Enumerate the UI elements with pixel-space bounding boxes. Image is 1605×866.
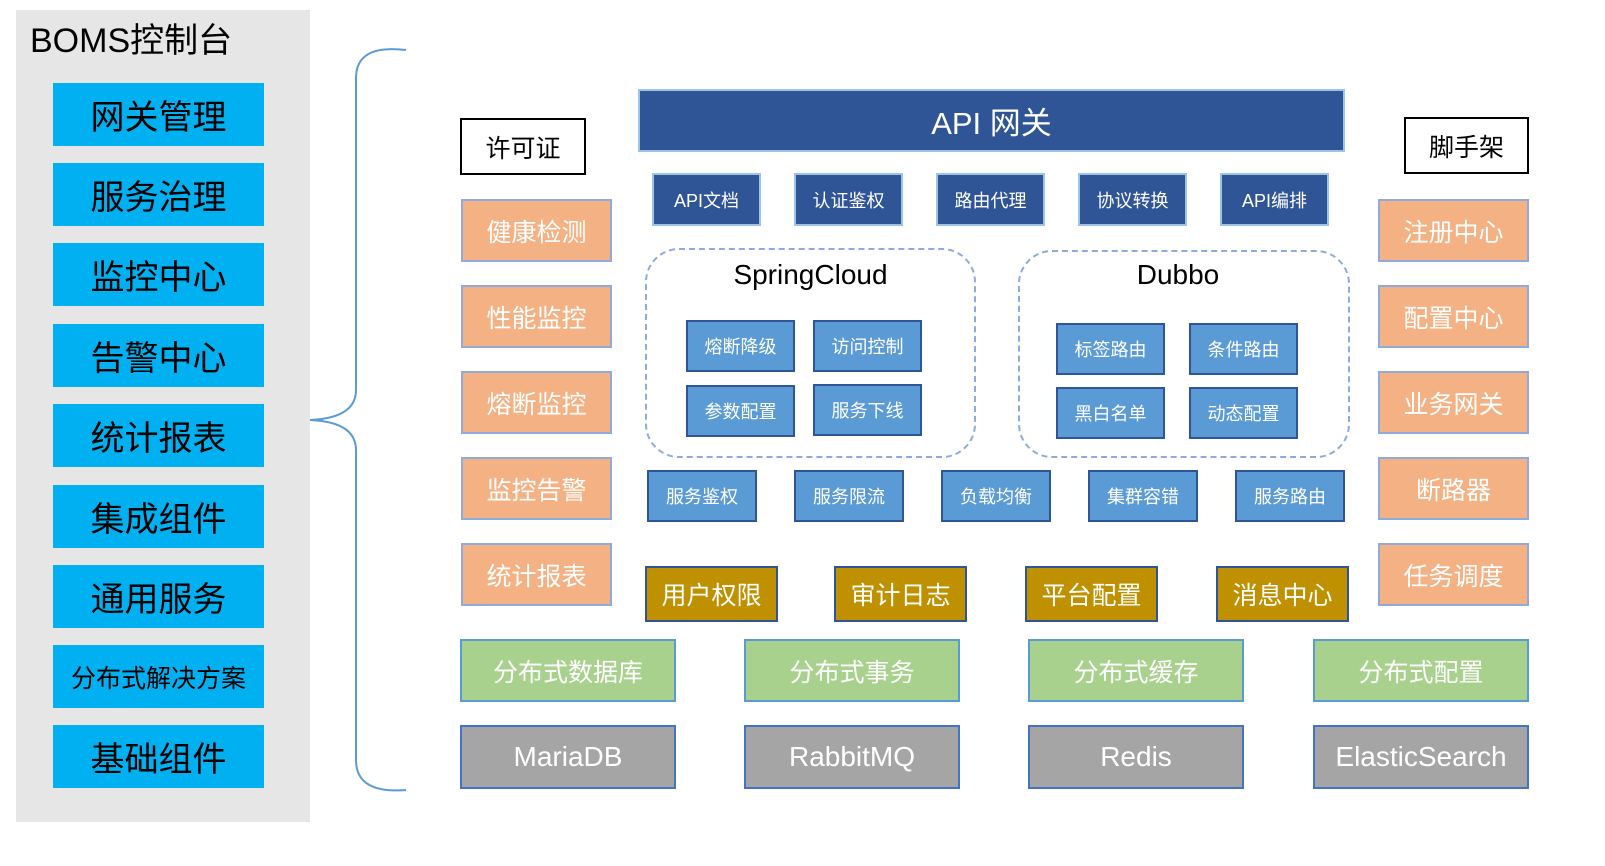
console-item-statistics-report[interactable]: 统计报表	[53, 404, 264, 467]
dubbo-tag-routing: 标签路由	[1056, 323, 1165, 375]
monitoring-alert: 监控告警	[461, 457, 612, 520]
dubbo-title: Dubbo	[1136, 259, 1220, 290]
springcloud-circuit-degrade: 熔断降级	[686, 320, 795, 372]
curly-brace	[309, 48, 407, 792]
infra-rabbitmq: RabbitMQ	[744, 725, 960, 789]
springcloud-title: SpringCloud	[733, 259, 888, 290]
cluster-fault-tolerance: 集群容错	[1088, 470, 1198, 522]
console-item-integration-components[interactable]: 集成组件	[53, 485, 264, 548]
gateway-protocol-conversion: 协议转换	[1078, 173, 1187, 226]
audit-log: 审计日志	[834, 566, 967, 622]
console-item-service-governance[interactable]: 服务治理	[53, 163, 264, 226]
performance-monitoring: 性能监控	[461, 285, 612, 348]
distributed-cache: 分布式缓存	[1028, 639, 1244, 702]
health-check: 健康检测	[461, 199, 612, 262]
console-item-base-components[interactable]: 基础组件	[53, 725, 264, 788]
dubbo-dynamic-config: 动态配置	[1189, 387, 1298, 439]
gateway-api-orchestration: API编排	[1220, 173, 1329, 226]
gateway-auth: 认证鉴权	[794, 173, 903, 226]
scaffold-box: 脚手架	[1404, 117, 1529, 174]
infra-redis: Redis	[1028, 725, 1244, 789]
springcloud-param-config: 参数配置	[686, 385, 795, 437]
dubbo-condition-routing: 条件路由	[1189, 323, 1298, 375]
message-center: 消息中心	[1216, 566, 1349, 622]
config-center: 配置中心	[1378, 285, 1529, 348]
console-item-common-services[interactable]: 通用服务	[53, 565, 264, 628]
platform-config: 平台配置	[1025, 566, 1158, 622]
console-item-monitoring-center[interactable]: 监控中心	[53, 243, 264, 306]
business-gateway: 业务网关	[1378, 371, 1529, 434]
user-permissions: 用户权限	[645, 566, 778, 622]
distributed-database: 分布式数据库	[460, 639, 676, 702]
console-title: BOMS控制台	[30, 21, 233, 60]
console-item-alert-center[interactable]: 告警中心	[53, 324, 264, 387]
circuit-breaker-monitoring: 熔断监控	[461, 371, 612, 434]
infra-elasticsearch: ElasticSearch	[1313, 725, 1529, 789]
task-scheduling: 任务调度	[1378, 543, 1529, 606]
service-routing: 服务路由	[1235, 470, 1345, 522]
load-balancing: 负载均衡	[941, 470, 1051, 522]
springcloud-access-control: 访问控制	[813, 320, 922, 372]
circuit-breaker: 断路器	[1378, 457, 1529, 520]
license-box: 许可证	[460, 118, 586, 175]
registry-center: 注册中心	[1378, 199, 1529, 262]
springcloud-service-offline: 服务下线	[813, 384, 922, 436]
console-item-gateway-management[interactable]: 网关管理	[53, 83, 264, 146]
statistics-report: 统计报表	[461, 543, 612, 606]
dubbo-black-white-list: 黑白名单	[1056, 387, 1165, 439]
distributed-transaction: 分布式事务	[744, 639, 960, 702]
gateway-routing-proxy: 路由代理	[936, 173, 1045, 226]
service-rate-limiting: 服务限流	[794, 470, 904, 522]
api-gateway: API 网关	[638, 89, 1345, 152]
distributed-config: 分布式配置	[1313, 639, 1529, 702]
gateway-api-docs: API文档	[652, 173, 761, 226]
service-authentication: 服务鉴权	[647, 470, 757, 522]
infra-mariadb: MariaDB	[460, 725, 676, 789]
console-item-distributed-solutions[interactable]: 分布式解决方案	[53, 645, 264, 708]
